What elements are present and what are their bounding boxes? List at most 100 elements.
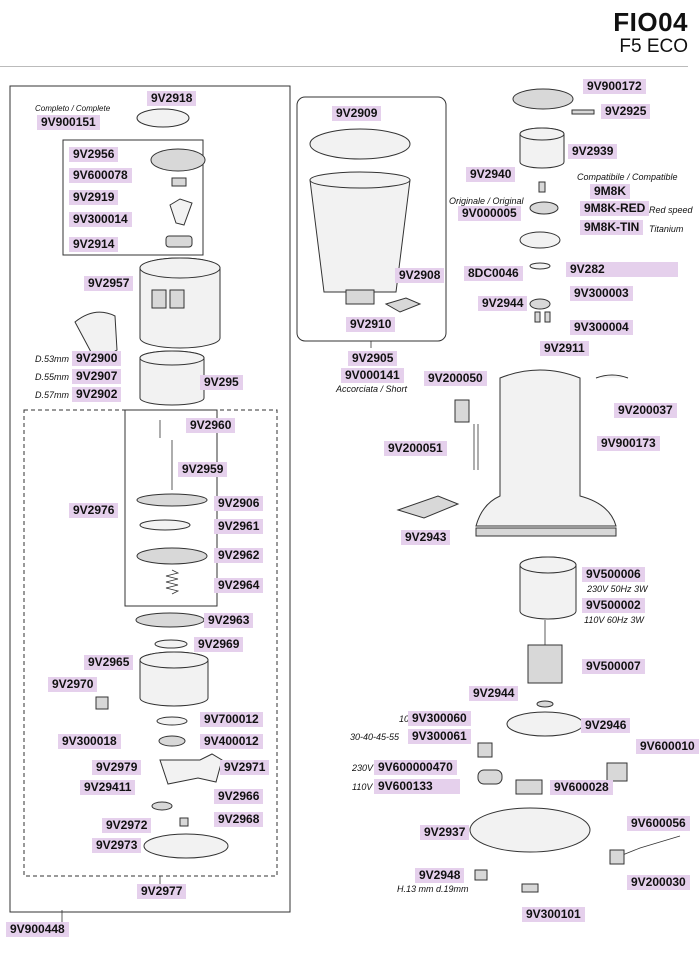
top-ring-900172 bbox=[512, 88, 574, 110]
wheel-2962 bbox=[136, 547, 208, 565]
left-assembly-frame bbox=[9, 85, 291, 913]
part-code-9V2907: 9V2907 bbox=[72, 369, 122, 384]
lid-top bbox=[150, 148, 206, 172]
part-code-9V295: 9V295 bbox=[200, 375, 243, 390]
note-compatible: Compatibile / Compatible bbox=[577, 172, 678, 182]
part-code-9V900448: 9V900448 bbox=[6, 922, 69, 937]
part-code-9V200030: 9V200030 bbox=[627, 875, 690, 890]
part-code-9V300061: 9V300061 bbox=[408, 729, 471, 744]
small-clip bbox=[171, 177, 187, 187]
part-code-9V2966: 9V2966 bbox=[214, 789, 264, 804]
part-code-9V2937: 9V2937 bbox=[420, 825, 470, 840]
part-code-9V600078: 9V600078 bbox=[69, 168, 132, 183]
part-code-9V2900: 9V2900 bbox=[72, 351, 122, 366]
fork bbox=[396, 495, 460, 519]
note-30-40-45-55: 30-40-45-55 bbox=[350, 732, 400, 742]
note-short: Accorciata / Short bbox=[336, 384, 408, 394]
model-name: FIO04 bbox=[613, 7, 688, 37]
part-code-9V600056: 9V600056 bbox=[627, 816, 690, 831]
part-code-9V2962: 9V2962 bbox=[214, 548, 264, 563]
part-code-9M8K-TIN: 9M8K-TIN bbox=[580, 220, 644, 235]
part-code-9V2919: 9V2919 bbox=[69, 190, 119, 205]
part-code-9V600010: 9V600010 bbox=[636, 739, 699, 754]
part-code-9V2910: 9V2910 bbox=[346, 317, 396, 332]
base-plate-2973 bbox=[143, 833, 229, 859]
part-code-9V2972: 9V2972 bbox=[102, 818, 152, 833]
part-code-9V2940: 9V2940 bbox=[466, 167, 516, 182]
note-h13-d19: H.13 mm d.19mm bbox=[397, 884, 469, 894]
part-code-9V29411: 9V29411 bbox=[80, 780, 136, 795]
part-code-9V000141: 9V000141 bbox=[341, 368, 404, 383]
burr-set bbox=[529, 201, 559, 215]
part-code-9V600028: 9V600028 bbox=[550, 780, 613, 795]
part-code-9V300018: 9V300018 bbox=[58, 734, 121, 749]
part-code-9V200037: 9V200037 bbox=[614, 403, 677, 418]
lid-kit-frame bbox=[62, 139, 204, 256]
part-code-9V2911: 9V2911 bbox=[540, 341, 589, 356]
note-d57: D.57mm bbox=[35, 390, 70, 400]
part-code-9V2964: 9V2964 bbox=[214, 578, 264, 593]
part-code-9V2906: 9V2906 bbox=[214, 496, 264, 511]
part-code-9V2960: 9V2960 bbox=[186, 418, 236, 433]
part-code-9V900151: 9V900151 bbox=[37, 115, 100, 130]
part-code-9V300004: 9V300004 bbox=[570, 320, 633, 335]
hopper-lid bbox=[309, 128, 411, 160]
lid-disc bbox=[136, 108, 190, 128]
part-code-9V2914: 9V2914 bbox=[69, 237, 119, 252]
part-code-8DC0046: 8DC0046 bbox=[464, 266, 523, 281]
part-code-9V200050: 9V200050 bbox=[424, 371, 487, 386]
part-code-9V2969: 9V2969 bbox=[194, 637, 244, 652]
part-code-9V500002: 9V500002 bbox=[582, 598, 645, 613]
title-block: FIO04 F5 ECO bbox=[613, 8, 688, 58]
header-divider bbox=[0, 66, 688, 67]
part-code-9V2946: 9V2946 bbox=[581, 718, 631, 733]
note-110v: 110V bbox=[352, 782, 373, 792]
note-10: 10 bbox=[399, 714, 410, 724]
part-code-9V2961: 9V2961 bbox=[214, 519, 264, 534]
cover-piece bbox=[595, 374, 629, 379]
note-titanium: Titanium bbox=[649, 224, 684, 234]
part-code-9V282: 9V282 bbox=[566, 262, 678, 277]
fork-holder bbox=[74, 311, 118, 356]
lever bbox=[169, 198, 193, 226]
hopper-frame bbox=[296, 96, 447, 342]
part-code-9V2968: 9V2968 bbox=[214, 812, 264, 827]
star-wheel bbox=[136, 493, 208, 507]
note-original: Originale / Original bbox=[449, 196, 524, 206]
part-code-9V500006: 9V500006 bbox=[582, 567, 645, 582]
part-code-9V2939: 9V2939 bbox=[568, 144, 618, 159]
part-code-9V2970: 9V2970 bbox=[48, 677, 98, 692]
part-code-9V2944-top: 9V2944 bbox=[478, 296, 528, 311]
part-code-9V000005: 9V000005 bbox=[458, 206, 521, 221]
switch-block bbox=[165, 235, 193, 248]
part-code-9V2918: 9V2918 bbox=[147, 91, 197, 106]
part-code-9V2977: 9V2977 bbox=[137, 884, 187, 899]
part-code-9V2925: 9V2925 bbox=[601, 104, 651, 119]
grinder-body bbox=[475, 369, 617, 527]
disc-2961 bbox=[139, 519, 191, 531]
part-code-9V900173: 9V900173 bbox=[597, 436, 660, 451]
note-230v: 230V bbox=[352, 763, 374, 773]
shutter bbox=[384, 297, 422, 313]
motor-plate bbox=[506, 711, 584, 737]
part-code-9V2909: 9V2909 bbox=[332, 106, 382, 121]
motor-shaft-subframe bbox=[124, 409, 218, 607]
part-code-9V2976: 9V2976 bbox=[69, 503, 119, 518]
part-code-9V700012: 9V700012 bbox=[200, 712, 263, 727]
note-d53: D.53mm bbox=[35, 354, 70, 364]
part-code-9V300101: 9V300101 bbox=[522, 907, 585, 922]
part-code-9V300014: 9V300014 bbox=[69, 212, 132, 227]
part-code-9V2971: 9V2971 bbox=[220, 760, 270, 775]
part-code-9M8K: 9M8K bbox=[590, 184, 631, 199]
part-code-9V2944-bottom: 9V2944 bbox=[469, 686, 519, 701]
part-code-9V2979: 9V2979 bbox=[92, 760, 142, 775]
part-code-9V200051: 9V200051 bbox=[384, 441, 447, 456]
part-code-9V2948: 9V2948 bbox=[415, 868, 465, 883]
part-code-9V300003: 9V300003 bbox=[570, 286, 633, 301]
part-code-9V300060: 9V300060 bbox=[408, 711, 471, 726]
note-230v-50hz: 230V 50Hz 3W bbox=[587, 584, 648, 594]
arm-2971 bbox=[159, 753, 223, 785]
motor-rotor bbox=[527, 644, 563, 684]
part-code-9V2902: 9V2902 bbox=[72, 387, 122, 402]
